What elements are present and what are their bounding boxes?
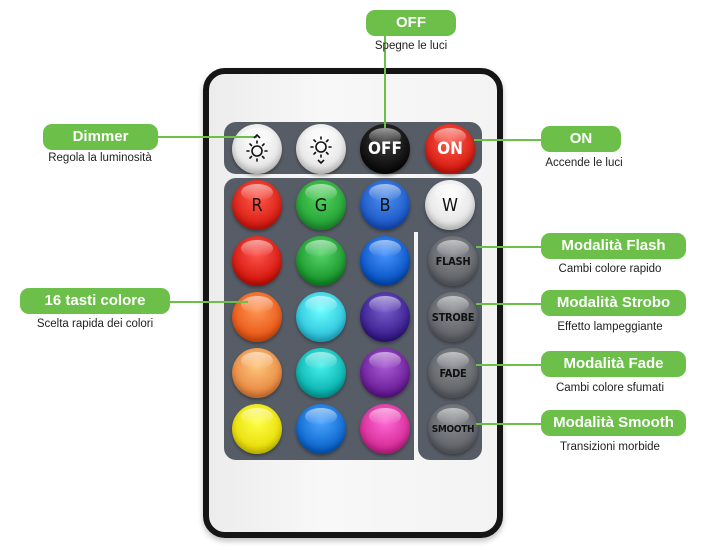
on-button[interactable]: ON [425, 124, 475, 174]
smooth-callout-title: Modalità Smooth [541, 410, 686, 436]
fade-callout-subtitle: Cambi colore sfumati [555, 382, 664, 394]
strobe-button[interactable]: STROBE [428, 292, 478, 342]
red-button-label: R [251, 194, 263, 216]
on-callout-subtitle: Accende le luci [545, 157, 623, 169]
strobe-callout-subtitle: Effetto lampeggiante [557, 321, 663, 333]
strobe-button-label: STROBE [431, 310, 475, 324]
strobe-callout-line [476, 303, 542, 305]
color-button[interactable] [232, 292, 282, 342]
dimmer-callout-line [157, 136, 257, 138]
fade-callout-line [476, 364, 542, 366]
flash-button[interactable]: FLASH [428, 236, 478, 286]
off-callout-title: OFF [366, 10, 456, 36]
off-button[interactable]: OFF [360, 124, 410, 174]
smooth-button-label: SMOOTH [431, 423, 475, 435]
green-button[interactable]: G [296, 180, 346, 230]
smooth-button[interactable]: SMOOTH [428, 404, 478, 454]
color-button[interactable] [360, 404, 410, 454]
on-button-label: ON [437, 139, 463, 159]
red-button[interactable]: R [232, 180, 282, 230]
color-button[interactable] [296, 236, 346, 286]
color-button[interactable] [296, 292, 346, 342]
fade-button[interactable]: FADE [428, 348, 478, 398]
blue-button[interactable]: B [360, 180, 410, 230]
fade-callout-title: Modalità Fade [541, 351, 686, 377]
color-button[interactable] [232, 236, 282, 286]
green-button-label: G [314, 194, 328, 216]
color-button[interactable] [232, 404, 282, 454]
brightness-up-button[interactable] [232, 124, 282, 174]
flash-callout-line [476, 246, 542, 248]
color-button[interactable] [296, 348, 346, 398]
color-button[interactable] [360, 348, 410, 398]
sun-up-icon [246, 133, 268, 162]
dimmer-callout-subtitle: Regola la luminosità [48, 152, 152, 164]
colors-callout-line [170, 301, 248, 303]
off-button-label: OFF [368, 139, 402, 159]
on-callout-title: ON [541, 126, 621, 152]
color-button[interactable] [232, 348, 282, 398]
off-callout-line [384, 36, 386, 128]
flash-button-label: FLASH [435, 254, 471, 268]
off-callout-subtitle: Spegne le luci [374, 40, 448, 52]
color-button[interactable] [360, 236, 410, 286]
sun-down-icon [310, 136, 332, 165]
fade-button-label: FADE [439, 366, 467, 380]
color-button[interactable] [360, 292, 410, 342]
smooth-callout-subtitle: Transizioni morbide [560, 441, 660, 453]
color-button[interactable] [296, 404, 346, 454]
colors-callout-subtitle: Scelta rapida dei colori [36, 318, 154, 330]
dimmer-callout-title: Dimmer [43, 124, 158, 150]
blue-button-label: B [379, 194, 391, 216]
strobe-callout-title: Modalità Strobo [541, 290, 686, 316]
colors-callout-title: 16 tasti colore [20, 288, 170, 314]
flash-callout-title: Modalità Flash [541, 233, 686, 259]
white-button-label: W [441, 194, 458, 216]
flash-callout-subtitle: Cambi colore rapido [558, 263, 662, 275]
brightness-down-button[interactable] [296, 124, 346, 174]
on-callout-line [474, 139, 542, 141]
smooth-callout-line [476, 423, 542, 425]
white-button[interactable]: W [425, 180, 475, 230]
